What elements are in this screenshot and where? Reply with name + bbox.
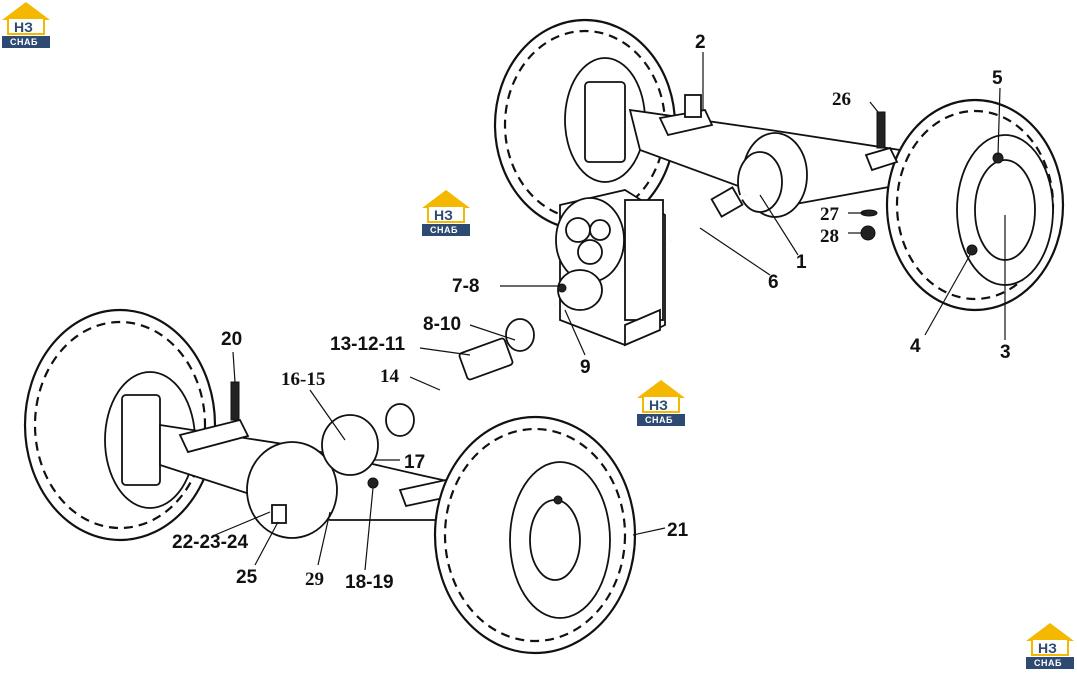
label-22-23-24: 22-23-24	[172, 532, 248, 553]
center-bearing-support	[458, 337, 514, 381]
label-17: 17	[404, 452, 425, 473]
transfer-gearbox	[555, 189, 666, 347]
label-16-15: 16-15	[281, 369, 325, 390]
svg-text:НЗ: НЗ	[649, 397, 668, 413]
label-6: 6	[768, 272, 779, 293]
bolt-26	[876, 111, 886, 149]
front-right-tire	[433, 415, 637, 655]
svg-text:СНАБ: СНАБ	[10, 37, 38, 47]
front-differential-housing	[246, 441, 338, 539]
label-3: 3	[1000, 342, 1011, 363]
label-27: 27	[820, 204, 840, 225]
label-26: 26	[832, 89, 851, 110]
nut-28	[860, 225, 876, 241]
label-4: 4	[910, 336, 921, 357]
leader-lines	[214, 52, 1006, 571]
label-21: 21	[667, 520, 689, 541]
svg-text:СНАБ: СНАБ	[430, 225, 458, 235]
label-9: 9	[580, 357, 591, 378]
label-5: 5	[992, 68, 1003, 89]
svg-text:НЗ: НЗ	[434, 207, 453, 223]
svg-text:НЗ: НЗ	[14, 19, 33, 35]
label-2: 2	[695, 32, 706, 53]
rear-left-tire	[493, 18, 677, 232]
svg-text:НЗ: НЗ	[1038, 640, 1057, 656]
label-13-12-11: 13-12-11	[330, 334, 405, 355]
label-25: 25	[236, 567, 258, 588]
label-7-8: 7-8	[452, 276, 479, 297]
label-18-19: 18-19	[345, 572, 394, 593]
svg-text:СНАБ: СНАБ	[1034, 658, 1062, 668]
watermark-logo-center-left: НЗ СНАБ	[422, 190, 470, 236]
callout-labels: 1 2 3 4 5 6 7-8 8-10 9 13-12-11 14 16-15…	[172, 32, 1011, 593]
label-29: 29	[305, 569, 324, 590]
label-14: 14	[380, 366, 400, 387]
label-20: 20	[221, 329, 242, 350]
rear-right-tire	[885, 98, 1065, 312]
rear-propeller-shaft	[668, 186, 747, 243]
front-axle-assembly	[23, 308, 637, 655]
svg-text:СНАБ: СНАБ	[645, 415, 673, 425]
watermark-logo-bottom-right: НЗ СНАБ	[1026, 623, 1074, 669]
front-left-tire	[23, 308, 217, 542]
rear-axle-assembly	[493, 18, 1065, 312]
label-28: 28	[820, 226, 839, 247]
label-8-10: 8-10	[423, 314, 461, 335]
front-propeller-shaft	[376, 301, 559, 444]
label-1: 1	[796, 252, 807, 273]
watermark-logo-top-left: НЗ СНАБ	[2, 2, 50, 48]
watermark-logo-center: НЗ СНАБ	[637, 380, 685, 426]
